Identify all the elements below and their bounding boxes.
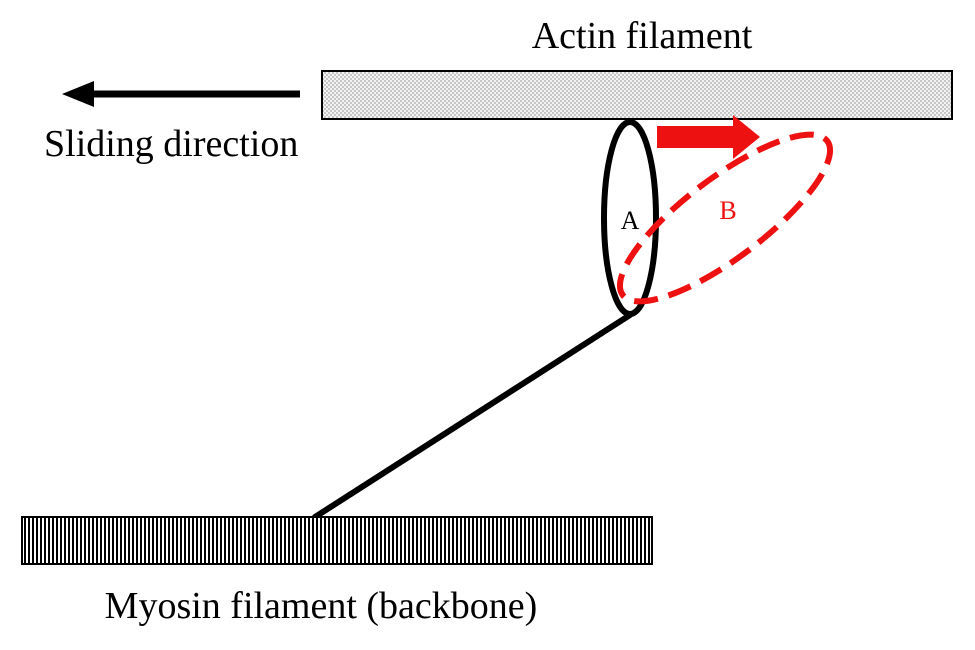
myosin-filament [21, 516, 653, 565]
power-stroke-arrow [657, 115, 760, 159]
myosin-lever-arm [312, 312, 633, 520]
state-b-label: B [719, 196, 736, 225]
sliding-direction-label: Sliding direction [44, 123, 298, 165]
sliding-direction-arrow [62, 81, 300, 107]
actin-filament-label: Actin filament [532, 15, 753, 57]
myosin-filament-label: Myosin filament (backbone) [105, 585, 538, 627]
state-a-label: A [621, 206, 640, 235]
myosin-head-state-a [601, 119, 659, 317]
myosin-head-state-b [616, 131, 834, 305]
actin-filament [321, 70, 953, 120]
